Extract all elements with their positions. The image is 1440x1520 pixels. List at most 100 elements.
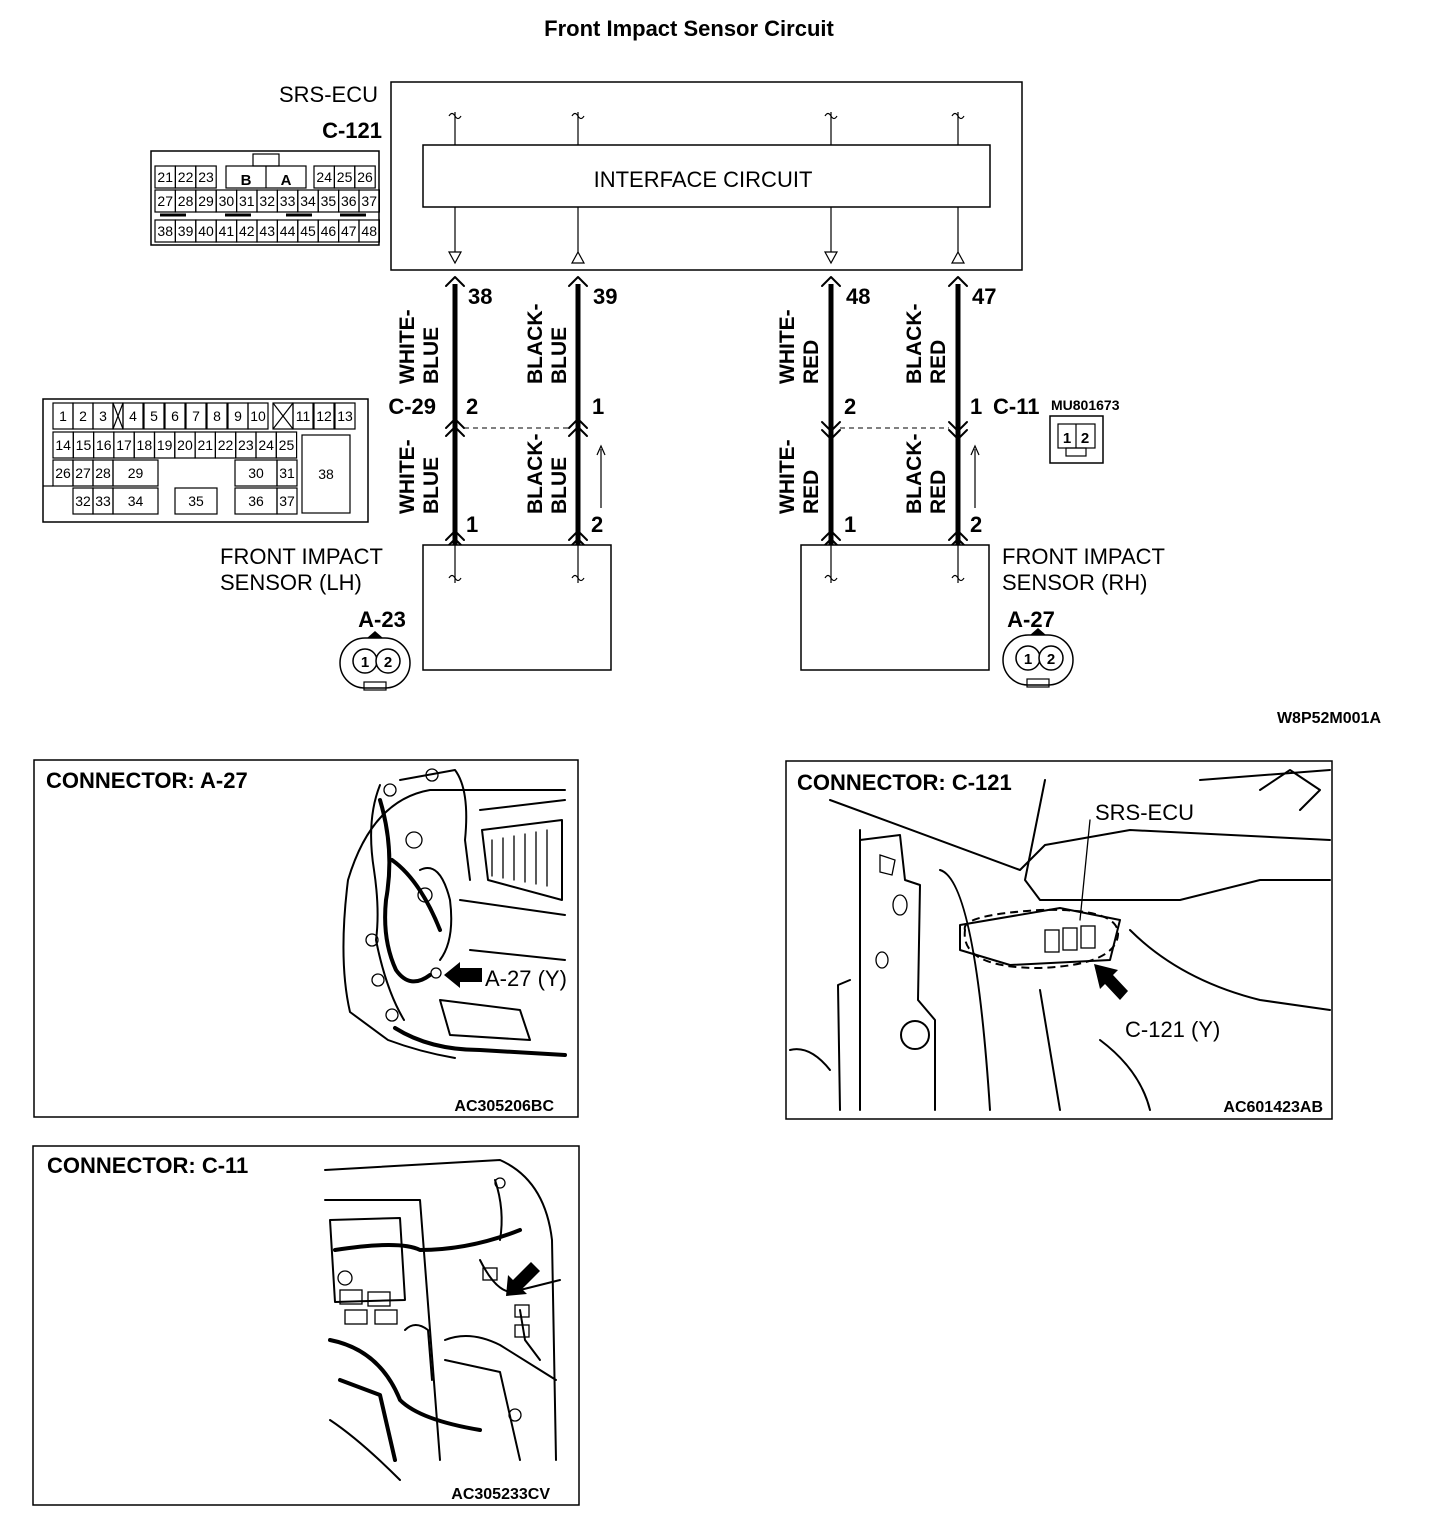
sensor-lh: FRONT IMPACT SENSOR (LH) A-23 1 2	[220, 544, 612, 691]
sensor-rh-connector-id: A-27	[1007, 607, 1055, 632]
ecu-face-pin-33: 33	[280, 193, 296, 209]
ecu-face-pin-27: 27	[157, 193, 173, 209]
panel-c121-ecu-label: SRS-ECU	[1095, 800, 1194, 825]
sensor-rh-name-line2: SENSOR (RH)	[1002, 570, 1147, 595]
c29-face-pin-38: 38	[318, 466, 334, 482]
c29-face-pin-1: 1	[59, 408, 67, 424]
svg-text:1: 1	[1063, 430, 1071, 447]
svg-text:BLACK-: BLACK-	[903, 304, 926, 384]
svg-text:1: 1	[361, 654, 369, 671]
c29-face-pin-35: 35	[188, 493, 204, 509]
c29-face-pin-3: 3	[99, 408, 107, 424]
c29-face-pin-18: 18	[137, 437, 153, 453]
ecu-face-pin-25: 25	[337, 169, 353, 185]
ecu-connector-id: C-121	[322, 118, 382, 143]
sensor-rh-name-line1: FRONT IMPACT	[1002, 544, 1165, 569]
ecu-face-pin-44: 44	[280, 223, 296, 239]
panel-c121-code: AC601423AB	[1223, 1099, 1323, 1116]
ecu-pin-47: 47	[972, 284, 996, 309]
c29-face-pin-7: 7	[192, 408, 200, 424]
ecu-face-pin-22: 22	[178, 169, 194, 185]
c29-face-pin-22: 22	[218, 437, 234, 453]
c29-face-pin-15: 15	[76, 437, 92, 453]
ecu-face-pin-35: 35	[321, 193, 337, 209]
console-illustration	[789, 769, 1331, 1111]
c29-face-pin-19: 19	[157, 437, 173, 453]
c29-face-pin-2: 2	[79, 408, 87, 424]
ecu-face-pin-26: 26	[357, 169, 373, 185]
c29-face-pin-16: 16	[96, 437, 112, 453]
ecu-face-pin-42: 42	[239, 223, 255, 239]
sensor-lh-name-line2: SENSOR (LH)	[220, 570, 362, 595]
c29-face-pin-12: 12	[316, 408, 332, 424]
ecu-face-pin-21: 21	[157, 169, 173, 185]
c29-face-pin-8: 8	[213, 408, 221, 424]
ecu-face-pin-40: 40	[198, 223, 214, 239]
svg-text:WHITE-: WHITE-	[776, 439, 799, 514]
c29-face-pin-33: 33	[95, 493, 111, 509]
c29-face-pin-36: 36	[248, 493, 264, 509]
svg-text:BLUE: BLUE	[420, 457, 443, 514]
c29-face-pin-23: 23	[238, 437, 254, 453]
ecu-face-pin-34: 34	[300, 193, 316, 209]
svg-text:RED: RED	[800, 340, 823, 384]
ecu-face-key-b: B	[241, 172, 252, 189]
ecu-face-pin-31: 31	[239, 193, 255, 209]
c29-face-pin-34: 34	[128, 493, 144, 509]
panel-c11-title: CONNECTOR: C-11	[47, 1153, 248, 1178]
c29-face-pin-21: 21	[197, 437, 213, 453]
ecu-face-key-a: A	[281, 172, 292, 189]
interface-circuit-label: INTERFACE CIRCUIT	[594, 167, 813, 192]
svg-text:RED: RED	[927, 340, 950, 384]
svg-text:2: 2	[1047, 651, 1055, 668]
sensor-rh: FRONT IMPACT SENSOR (RH) A-27 1 2	[800, 544, 1165, 688]
svg-text:WHITE-: WHITE-	[776, 309, 799, 384]
c29-pin-2: 2	[466, 394, 478, 419]
panel-c121-callout: C-121 (Y)	[1125, 1017, 1220, 1042]
c29-face-pin-24: 24	[258, 437, 274, 453]
sensor-lh-name-line1: FRONT IMPACT	[220, 544, 383, 569]
lh-sensor-pin-2: 2	[591, 512, 603, 537]
svg-text:WHITE-: WHITE-	[396, 439, 419, 514]
svg-text:2: 2	[1081, 430, 1089, 447]
a27-connector-face: 1 2	[1002, 628, 1074, 688]
c29-face-pin-9: 9	[234, 408, 242, 424]
dashboard-illustration	[324, 1159, 561, 1481]
diagram-title: Front Impact Sensor Circuit	[544, 16, 834, 41]
c29-face-pin-10: 10	[250, 408, 266, 424]
svg-text:2: 2	[384, 654, 392, 671]
svg-text:1: 1	[1024, 651, 1032, 668]
c29-face-pin-11: 11	[296, 408, 311, 424]
ecu-face-pin-37: 37	[361, 193, 377, 209]
ecu-face-pin-43: 43	[259, 223, 275, 239]
ecu-face-pin-29: 29	[198, 193, 214, 209]
engine-bay-illustration	[342, 768, 567, 1059]
a23-connector-face: 1 2	[339, 631, 411, 691]
ecu-face-pin-24: 24	[316, 169, 332, 185]
ecu-face-pin-46: 46	[321, 223, 337, 239]
c29-face-pin-32: 32	[75, 493, 91, 509]
panel-connector-c121: CONNECTOR: C-121 SRS-ECU	[785, 760, 1333, 1120]
ecu-pin-38: 38	[468, 284, 492, 309]
panel-a27-callout: A-27 (Y)	[485, 966, 567, 991]
svg-text:BLACK-: BLACK-	[524, 304, 547, 384]
ecu-name: SRS-ECU	[279, 82, 378, 107]
c29-face-pin-28: 28	[95, 465, 111, 481]
panel-c121-title: CONNECTOR: C-121	[797, 770, 1012, 795]
ecu-face-pin-30: 30	[219, 193, 235, 209]
ecu-face-pin-41: 41	[219, 223, 235, 239]
svg-text:BLUE: BLUE	[420, 327, 443, 384]
panel-connector-c11: CONNECTOR: C-11 AC	[32, 1145, 580, 1506]
ecu-face-pin-28: 28	[178, 193, 194, 209]
c11-part-code: MU801673	[1051, 397, 1120, 413]
diagram-code: W8P52M001A	[1277, 710, 1381, 727]
ecu-box: INTERFACE CIRCUIT	[390, 81, 1023, 271]
c29-face-pin-4: 4	[129, 408, 137, 424]
panel-connector-a27: CONNECTOR: A-27	[33, 759, 579, 1118]
c29-face-pin-30: 30	[248, 465, 264, 481]
c29-face-pin-29: 29	[128, 465, 144, 481]
ecu-face-pin-45: 45	[300, 223, 316, 239]
c29-face-pin-26: 26	[55, 465, 71, 481]
